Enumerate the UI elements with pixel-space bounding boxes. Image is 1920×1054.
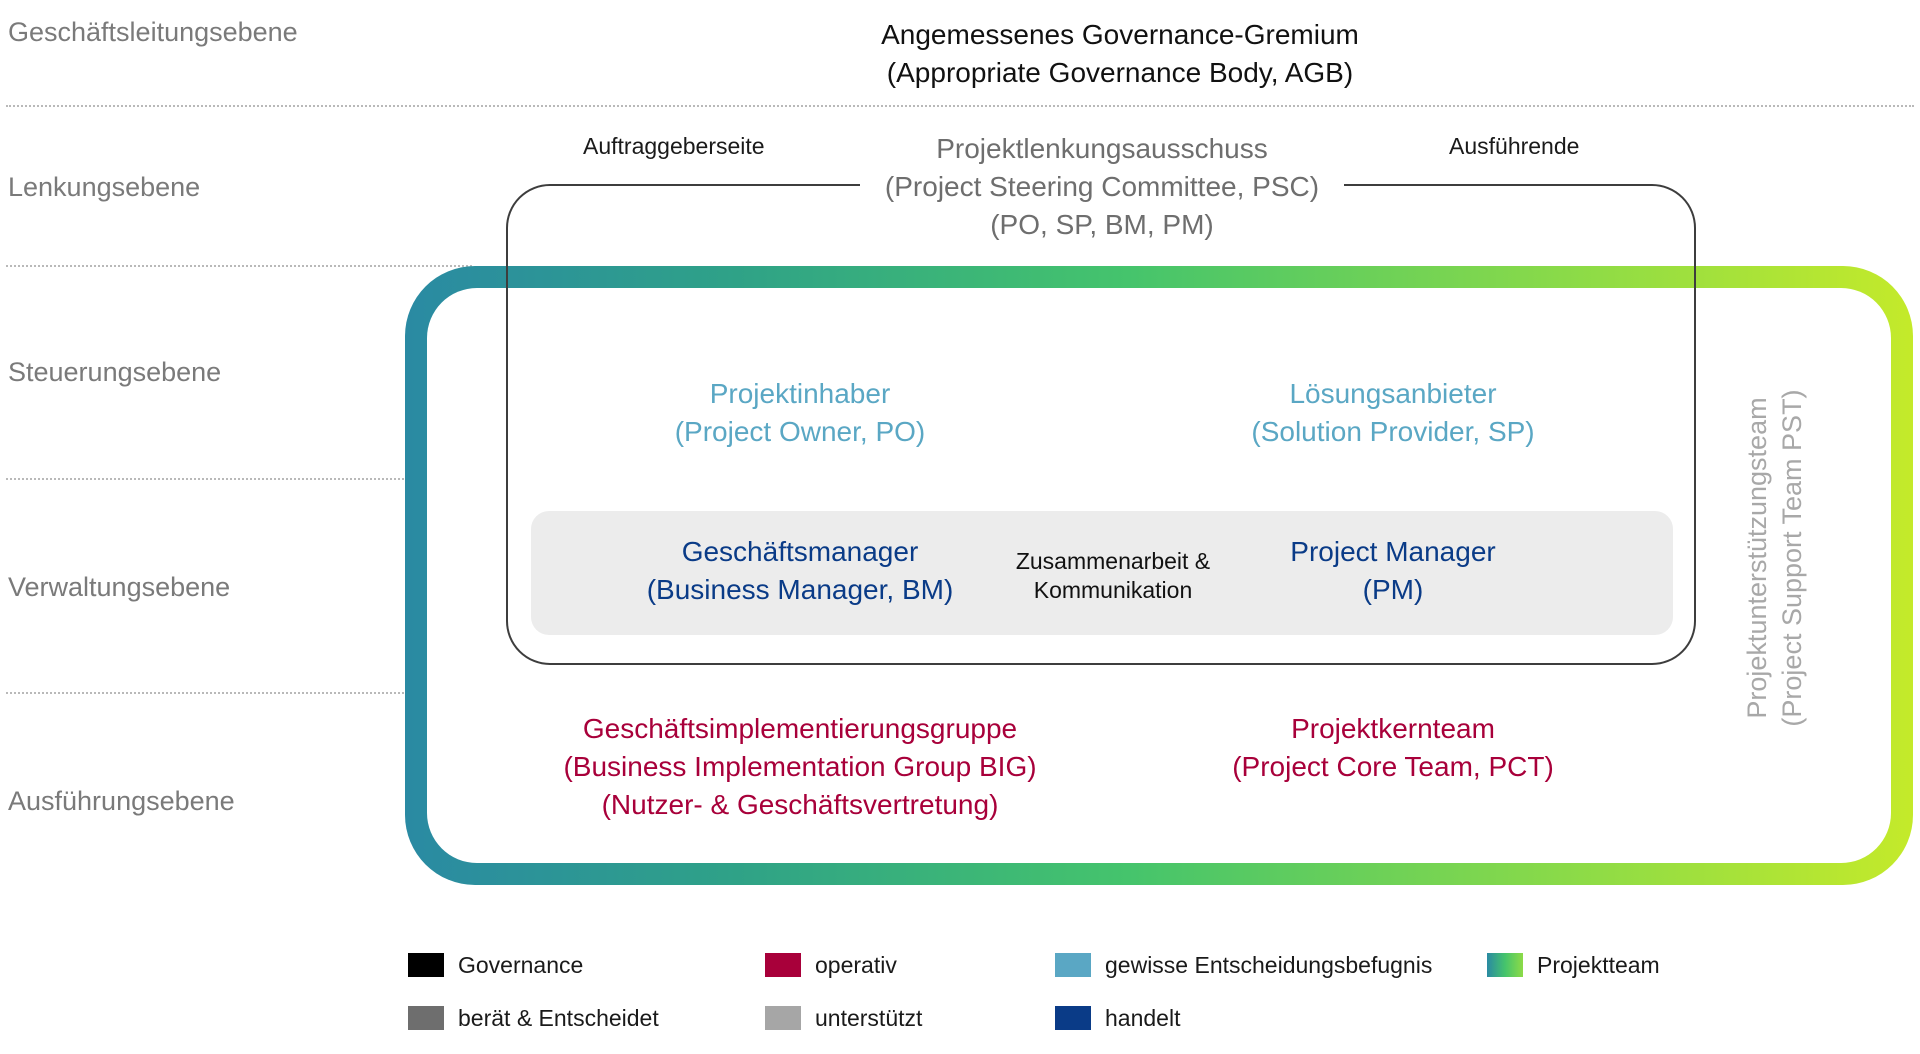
legend-item-handelt: handelt [1055, 1003, 1180, 1033]
level-divider [6, 265, 472, 267]
legend-swatch [765, 953, 801, 977]
legend-swatch [765, 1006, 801, 1030]
project-owner-node: Projektinhaber (Project Owner, PO) [674, 378, 926, 447]
legend-swatch [408, 953, 444, 977]
legend-label: handelt [1105, 1004, 1181, 1031]
legend-swatch [408, 1006, 444, 1030]
supplier-side-label: Ausführende [1449, 133, 1580, 159]
legend-label: gewisse Entscheidungsbefugnis [1105, 951, 1433, 978]
business-implementation-group-node: Geschäftsimplementierungsgruppe (Busines… [563, 713, 1037, 820]
legend-label: Governance [458, 951, 584, 978]
level-label-steuerung: Steuerungsebene [8, 357, 222, 387]
client-side-label: Auftraggeberseite [583, 133, 765, 159]
legend-item-projektteam: Projektteam [1487, 950, 1660, 980]
steering-committee-title: Projektlenkungsausschuss (Project Steeri… [884, 133, 1320, 240]
legend-item-beraet: berät & Entscheidet [408, 1003, 659, 1033]
legend-swatch [1055, 953, 1091, 977]
level-divider [6, 105, 1914, 107]
business-manager-node: Geschäftsmanager (Business Manager, BM) [646, 536, 954, 605]
level-label-geschaeftsleitung: Geschäftsleitungsebene [8, 17, 298, 47]
collaboration-band [531, 511, 1673, 635]
legend-swatch [1487, 953, 1523, 977]
solution-provider-node: Lösungsanbieter (Solution Provider, SP) [1251, 378, 1535, 447]
legend-label: berät & Entscheidet [458, 1004, 659, 1031]
collaboration-label: Zusammenarbeit & Kommunikation [1015, 548, 1211, 603]
legend-label: unterstützt [815, 1004, 923, 1031]
legend-item-entscheidung: gewisse Entscheidungsbefugnis [1055, 950, 1432, 980]
legend-label: Projektteam [1537, 951, 1660, 978]
project-core-team-node: Projektkernteam (Project Core Team, PCT) [1232, 713, 1554, 782]
legend-item-governance: Governance [408, 950, 583, 980]
project-manager-node: Project Manager (PM) [1290, 536, 1496, 605]
project-support-team-label: Projektunterstützungsteam (Project Suppo… [1742, 389, 1808, 727]
legend-item-unterstuetzt: unterstützt [765, 1003, 922, 1033]
legend-label: operativ [815, 951, 897, 978]
governance-body-title: Angemessenes Governance-Gremium (Appropr… [881, 19, 1359, 88]
legend-swatch [1055, 1006, 1091, 1030]
level-label-ausfuehrung: Ausführungsebene [8, 786, 235, 816]
level-label-lenkung: Lenkungsebene [8, 172, 201, 202]
level-label-verwaltung: Verwaltungsebene [8, 572, 231, 602]
legend-item-operativ: operativ [765, 950, 897, 980]
steering-committee-title-gap [860, 170, 1344, 230]
